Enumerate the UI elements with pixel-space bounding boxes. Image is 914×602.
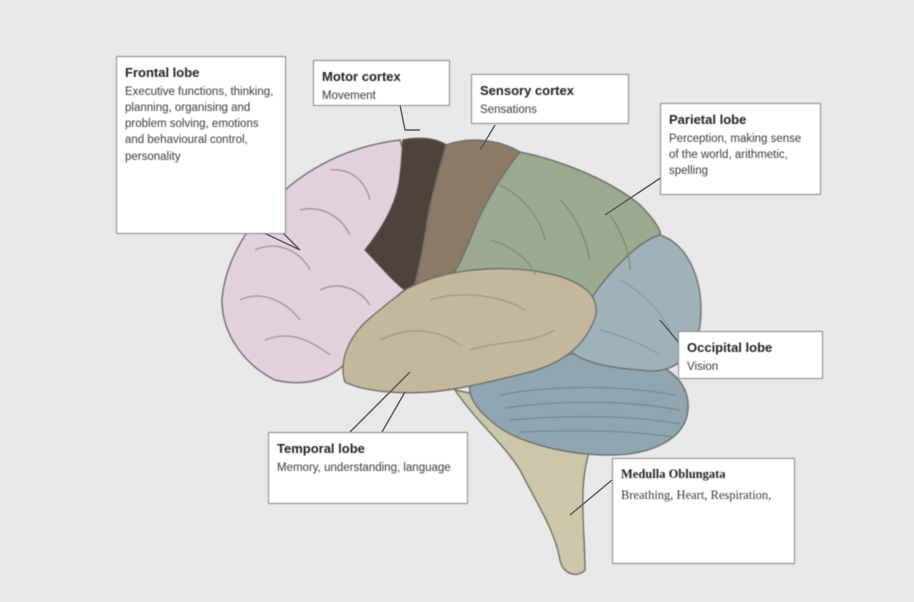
sensory-cortex-label: Sensory cortex Sensations [471, 74, 629, 124]
medulla-oblongata-description: Breathing, Heart, Respiration, [621, 487, 772, 502]
occipital-lobe-description: Vision [687, 361, 719, 374]
sensory-cortex-title: Sensory cortex [480, 83, 574, 98]
temporal-lobe-label: Temporal lobe Memory, understanding, lan… [268, 432, 468, 504]
medulla-oblongata-label: Medulla Oblungata Breathing, Heart, Resp… [612, 458, 795, 564]
medulla-pointer [569, 479, 613, 516]
temporal-region [342, 267, 597, 394]
frontal-lobe-title: Frontal lobe [125, 65, 200, 80]
parietal-pointer [604, 174, 666, 216]
motor-cortex-label: Motor cortex Movement [313, 60, 450, 106]
temporal-pointer [349, 371, 411, 433]
frontal-lobe-label: Frontal lobe Executive functions, thinki… [116, 56, 286, 234]
parietal-lobe-description: Perception, making sense of the world, a… [669, 133, 802, 178]
sensory-pointer [479, 124, 496, 151]
temporal-lobe-description: Memory, understanding, language [277, 462, 451, 475]
parietal-lobe-label: Parietal lobe Perception, making sense o… [660, 103, 821, 195]
frontal-lobe-description: Executive functions, thinking, planning,… [125, 86, 274, 163]
occipital-lobe-title: Occipital lobe [687, 340, 773, 355]
motor-cortex-title: Motor cortex [322, 69, 401, 84]
temporal-lobe-title: Temporal lobe [277, 441, 365, 456]
motor-cortex-description: Movement [322, 90, 376, 103]
parietal-lobe-title: Parietal lobe [669, 112, 747, 127]
frontal-pointer [261, 231, 301, 251]
motor-pointer [399, 104, 420, 131]
occipital-lobe-label: Occipital lobe Vision [678, 331, 823, 379]
sensory-cortex-description: Sensations [480, 104, 537, 117]
medulla-oblongata-title: Medulla Oblungata [621, 467, 726, 481]
